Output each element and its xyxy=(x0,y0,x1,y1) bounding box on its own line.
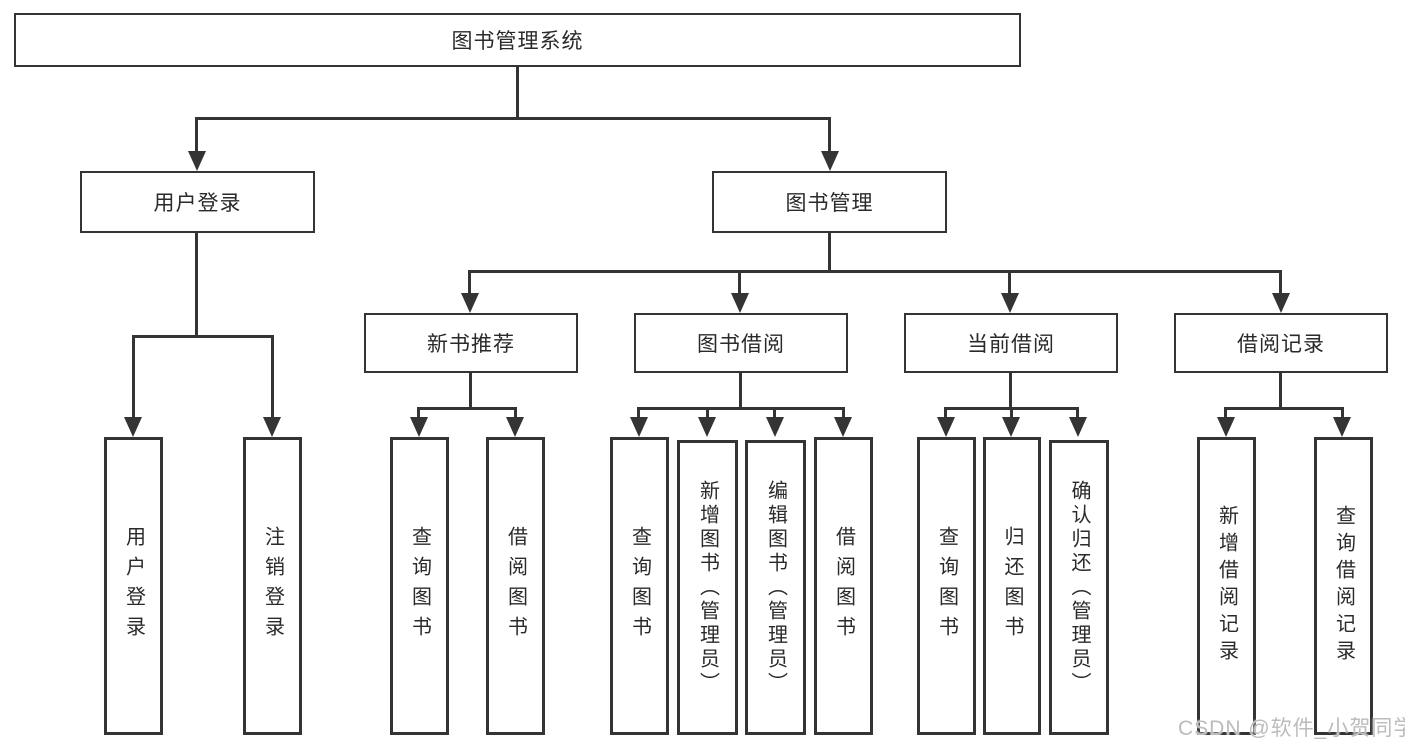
node-root: 图书管理系统 xyxy=(14,13,1021,67)
node-new-book-recommend: 新书推荐 xyxy=(364,313,578,373)
connector-line xyxy=(637,407,845,410)
connector-line xyxy=(739,373,742,409)
leaf-borrow-books-1: 借阅图书 xyxy=(486,437,545,735)
leaf-return-book: 归还图书 xyxy=(983,437,1041,735)
leaf-confirm-return-admin: 确认归还（管理员） xyxy=(1049,440,1109,735)
arrow-down-icon xyxy=(1002,417,1020,437)
node-book-management: 图书管理 xyxy=(712,171,947,233)
arrow-down-icon xyxy=(1272,293,1290,313)
connector-line xyxy=(514,407,517,419)
leaf-user-login: 用户登录 xyxy=(104,437,163,735)
connector-line xyxy=(132,335,274,338)
arrow-down-icon xyxy=(263,417,281,437)
connector-line xyxy=(195,233,198,337)
node-current-borrowing: 当前借阅 xyxy=(904,313,1118,373)
connector-line xyxy=(828,233,831,273)
connector-line xyxy=(1008,270,1011,296)
connector-line xyxy=(417,407,517,410)
arrow-down-icon xyxy=(1001,293,1019,313)
connector-line xyxy=(1010,407,1013,419)
node-book-borrowing: 图书借阅 xyxy=(634,313,848,373)
arrow-down-icon xyxy=(937,417,955,437)
leaf-add-book-admin: 新增图书（管理员） xyxy=(677,440,738,735)
connector-line xyxy=(1341,407,1344,419)
arrow-down-icon xyxy=(506,417,524,437)
node-borrowing-records: 借阅记录 xyxy=(1174,313,1388,373)
connector-line xyxy=(469,373,472,409)
arrow-down-icon xyxy=(461,293,479,313)
arrow-down-icon xyxy=(1217,417,1235,437)
arrow-down-icon xyxy=(1333,417,1351,437)
connector-line xyxy=(1009,373,1012,409)
arrow-down-icon xyxy=(731,293,749,313)
arrow-down-icon xyxy=(766,417,784,437)
arrow-down-icon xyxy=(698,417,716,437)
connector-line xyxy=(468,270,1282,273)
connector-line xyxy=(1279,270,1282,296)
leaf-add-borrow-record: 新增借阅记录 xyxy=(1197,437,1256,735)
connector-line xyxy=(706,407,709,419)
connector-line xyxy=(516,67,519,119)
leaf-borrow-books-2: 借阅图书 xyxy=(814,437,873,735)
connector-line xyxy=(1224,407,1227,419)
connector-line xyxy=(773,407,776,419)
connector-line xyxy=(738,270,741,296)
arrow-down-icon xyxy=(821,151,839,171)
connector-line xyxy=(1279,373,1282,409)
leaf-query-books-1: 查询图书 xyxy=(390,437,449,735)
connector-line xyxy=(132,335,135,419)
leaf-edit-book-admin: 编辑图书（管理员） xyxy=(745,440,806,735)
csdn-watermark: CSDN @软件_小贺同学 xyxy=(1178,717,1405,740)
arrow-down-icon xyxy=(188,151,206,171)
node-user-login: 用户登录 xyxy=(80,171,315,233)
connector-line xyxy=(1076,407,1079,419)
connector-line xyxy=(637,407,640,419)
leaf-query-borrow-record: 查询借阅记录 xyxy=(1314,437,1373,735)
leaf-logout: 注销登录 xyxy=(243,437,302,735)
arrow-down-icon xyxy=(410,417,428,437)
connector-line xyxy=(842,407,845,419)
connector-line xyxy=(1224,407,1344,410)
connector-line xyxy=(944,407,947,419)
connector-line xyxy=(271,335,274,419)
arrow-down-icon xyxy=(1069,417,1087,437)
arrow-down-icon xyxy=(124,417,142,437)
connector-line xyxy=(417,407,420,419)
connector-line xyxy=(195,117,198,155)
connector-line xyxy=(828,117,831,155)
arrow-down-icon xyxy=(834,417,852,437)
leaf-query-books-2: 查询图书 xyxy=(610,437,669,735)
connector-line xyxy=(468,270,471,296)
leaf-query-books-3: 查询图书 xyxy=(917,437,976,735)
arrow-down-icon xyxy=(630,417,648,437)
connector-line xyxy=(196,117,830,120)
